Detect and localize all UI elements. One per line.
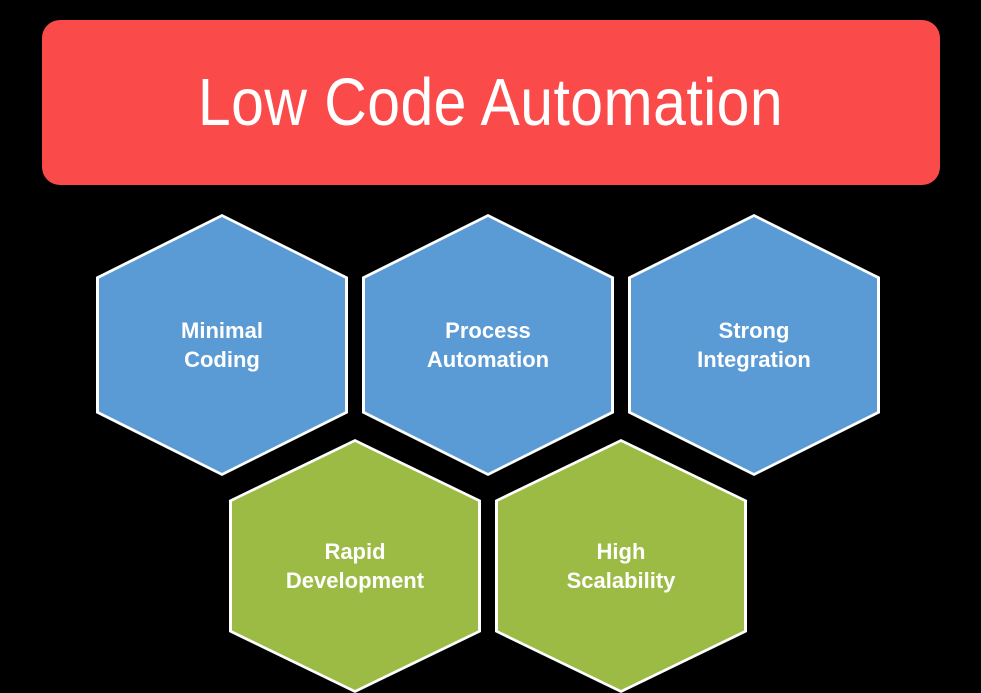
hexagon-label: Process Automation [426,317,550,372]
hexagon-shape: High Scalability [498,442,744,690]
title-banner: Low Code Automation [42,20,940,185]
hexagon-label: Minimal Coding [181,317,263,372]
hexagon-node-minimal-coding[interactable]: Minimal Coding [96,214,348,476]
hexagon-node-rapid-development[interactable]: Rapid Development [229,439,481,693]
hexagon-node-high-scalability[interactable]: High Scalability [495,439,747,693]
hexagon-label: High Scalability [566,538,676,593]
hexagon-label: Strong Integration [697,317,811,372]
hexagon-shape: Process Automation [365,217,611,473]
hexagon-node-process-automation[interactable]: Process Automation [362,214,614,476]
hexagon-shape: Minimal Coding [99,217,345,473]
hexagon-label: Rapid Development [285,538,425,593]
hexagon-node-strong-integration[interactable]: Strong Integration [628,214,880,476]
page-title: Low Code Automation [198,65,784,140]
hexagon-shape: Rapid Development [232,442,478,690]
hexagon-shape: Strong Integration [631,217,877,473]
